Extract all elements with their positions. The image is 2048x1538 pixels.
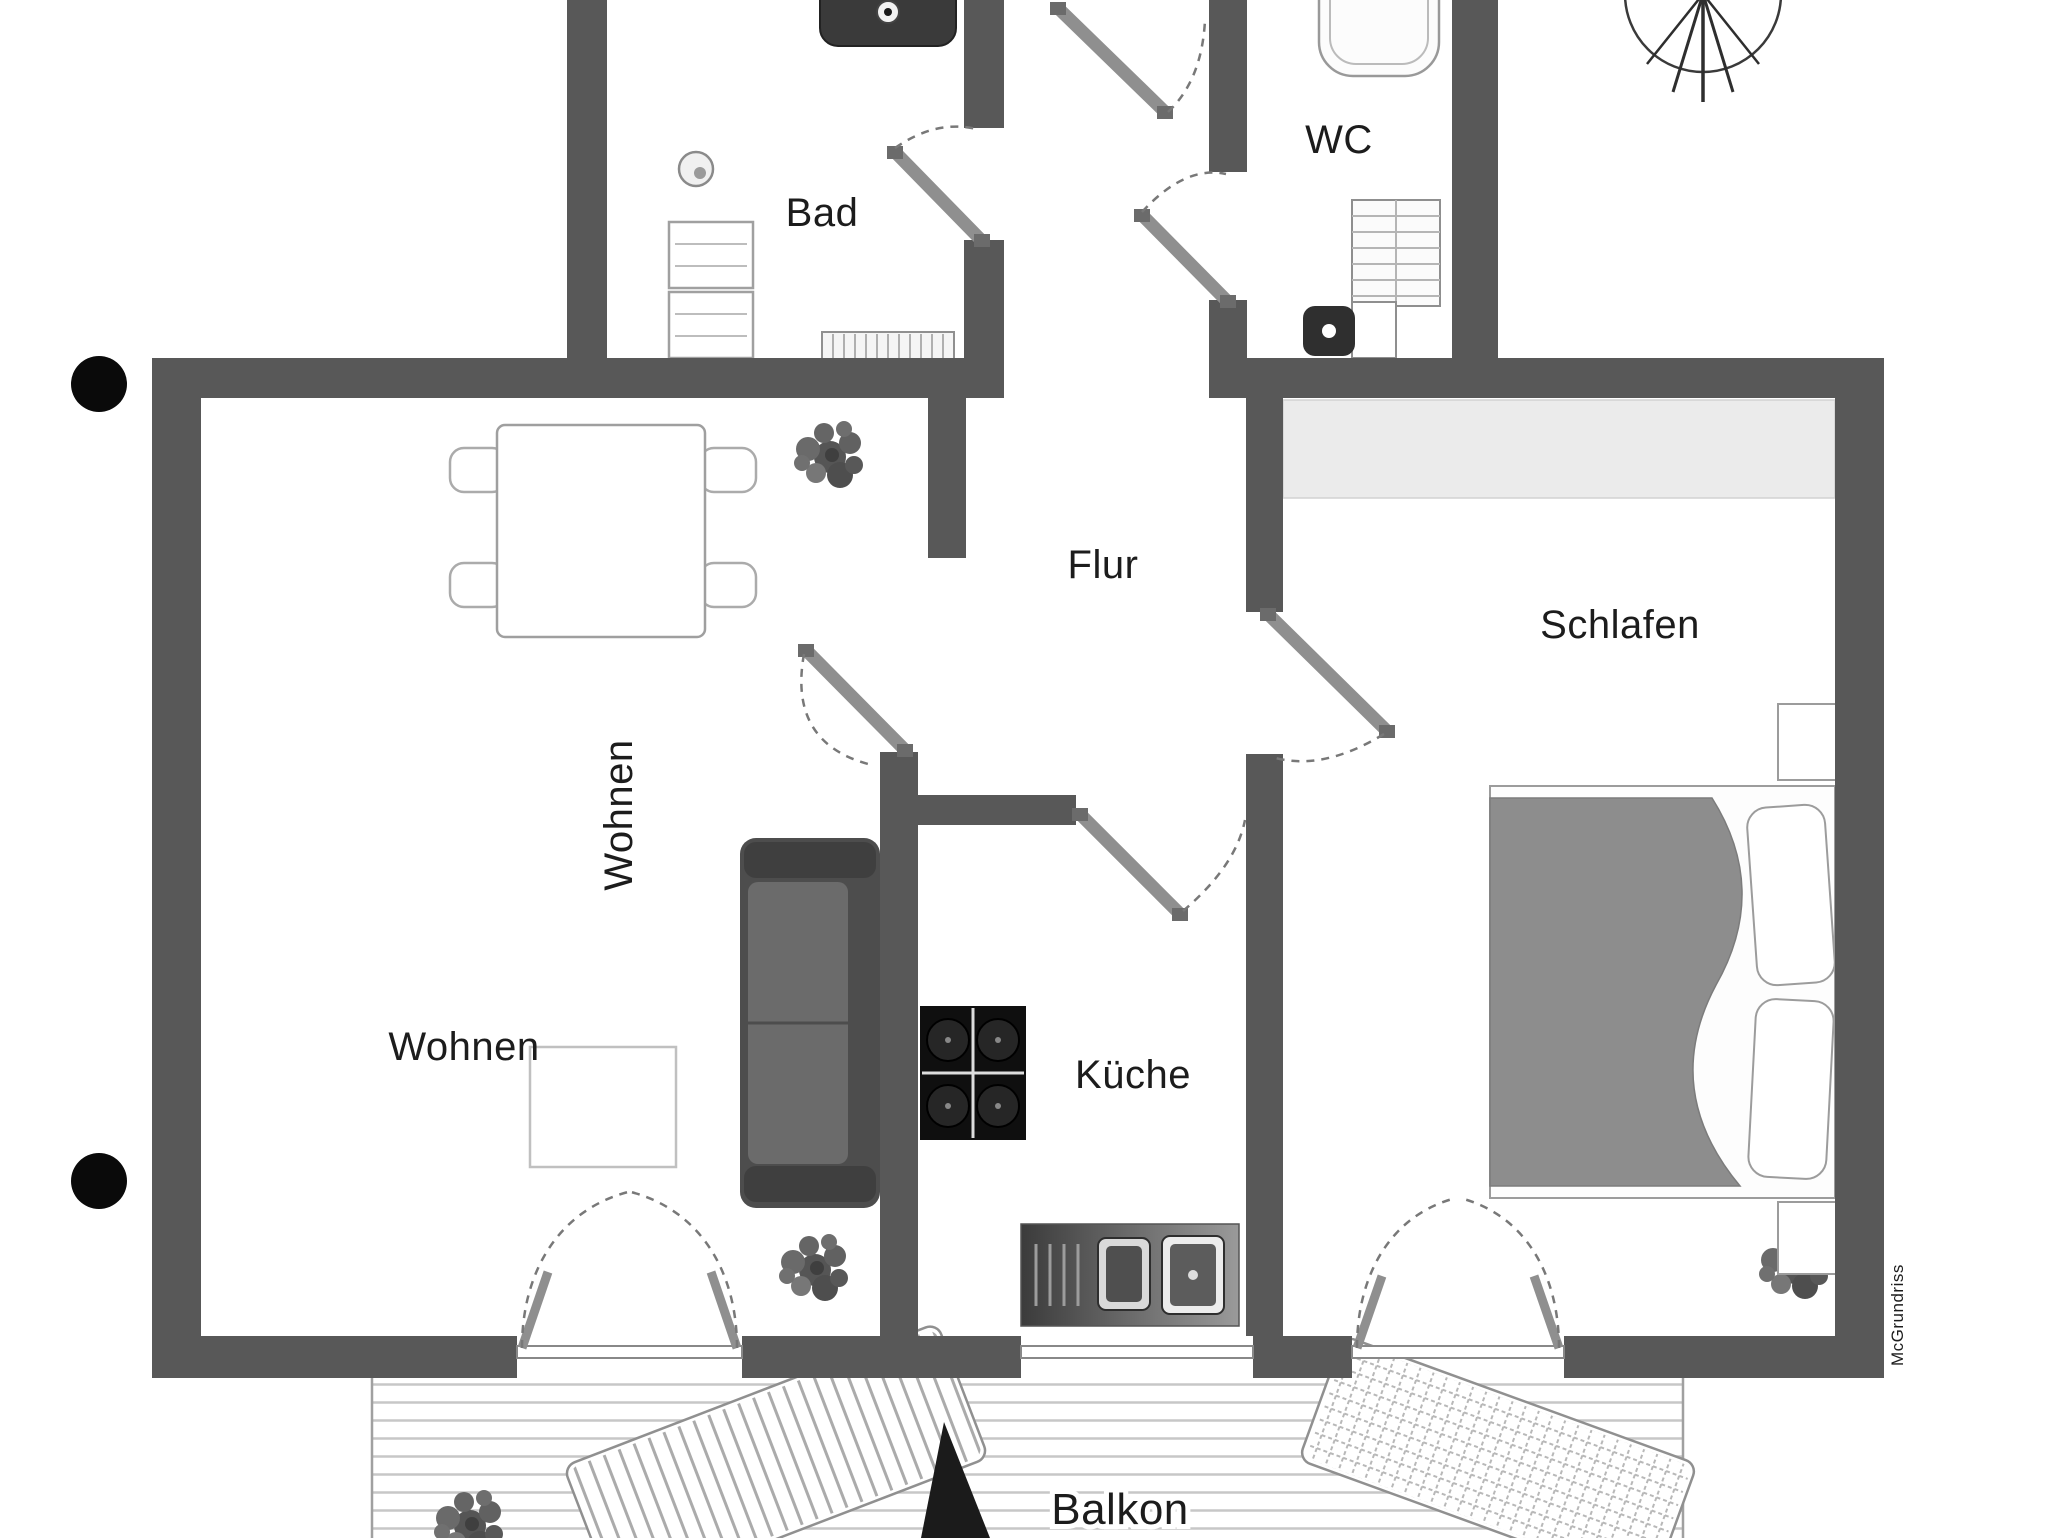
wall-kueche-top — [880, 795, 1076, 825]
entrance-door — [1050, 2, 1207, 119]
wall-wc-left-lower — [1209, 300, 1247, 398]
wall-schlafen-left-lower — [1246, 754, 1283, 1336]
sofa — [740, 838, 880, 1208]
pillow — [1747, 998, 1835, 1180]
wall-bottom-a — [152, 1336, 517, 1378]
wall-wc-right — [1452, 0, 1498, 398]
balcony-dark-object — [921, 1422, 990, 1538]
punch-hole-bottom — [71, 1153, 127, 1209]
wall-bad-right-lower — [964, 240, 1004, 398]
stove-cooktop — [920, 1006, 1026, 1140]
wohnen-door — [798, 644, 913, 766]
bathtub — [1317, 0, 1441, 78]
wall-bad-right-upper — [964, 0, 1004, 128]
sun-lounger-right — [1300, 1337, 1696, 1538]
chair — [698, 446, 758, 494]
schlafen-door — [1260, 608, 1395, 763]
duvet — [1489, 797, 1743, 1187]
bathroom-fixtures — [667, 0, 957, 363]
doors — [517, 2, 1564, 1350]
kitchen-sink — [1020, 1223, 1240, 1327]
dining-table — [495, 423, 707, 639]
bad-door — [887, 125, 990, 247]
kitchen-window — [1020, 1345, 1254, 1359]
wc-door — [1134, 171, 1236, 308]
pillow — [1746, 803, 1836, 987]
room-labels: Bad WC Flur Schlafen Wohnen Wohnen Küche… — [388, 118, 1700, 1538]
wall-bottom-c — [1253, 1336, 1352, 1378]
balcony-door-sill-schlafen — [1351, 1345, 1565, 1359]
wc-fixtures — [1303, 0, 1441, 359]
toilet-tank — [1351, 301, 1397, 359]
balcony-door-sill-wohnen — [516, 1345, 743, 1359]
room-label-wohnen-horizontal: Wohnen — [388, 1025, 539, 1069]
dryer — [667, 290, 755, 360]
room-label-bad: Bad — [786, 191, 859, 235]
wall-wc-left-upper — [1209, 0, 1247, 172]
room-label-kueche: Küche — [1075, 1053, 1191, 1097]
double-bed — [1489, 785, 1836, 1199]
wall-kueche-left — [880, 752, 918, 1336]
dining-set — [448, 423, 758, 639]
wardrobe — [1282, 399, 1836, 499]
punch-hole-top — [71, 356, 127, 412]
wall-bottom-d — [1564, 1336, 1884, 1378]
compass-rose-icon — [1623, 0, 1783, 102]
walls — [152, 0, 1884, 1378]
washing-machine — [667, 220, 755, 290]
nightstand-bottom — [1777, 1201, 1837, 1275]
kueche-door — [1072, 808, 1247, 921]
wall-left-outer — [152, 358, 201, 1378]
nightstand-top — [1777, 703, 1837, 781]
wall-bad-left — [567, 0, 607, 398]
sun-lounger-left — [565, 1325, 987, 1538]
room-label-balkon: Balkon — [1051, 1485, 1189, 1534]
wall-schlafen-left-upper — [1246, 398, 1283, 612]
room-label-wohnen-vertical: Wohnen — [597, 739, 641, 890]
wall-bottom-b — [742, 1336, 1021, 1378]
wall-top-right — [1209, 358, 1884, 398]
windows — [516, 1345, 1565, 1359]
balcony-door-wohnen — [517, 1190, 742, 1350]
watermark-text: McGrundriss — [1888, 1264, 1907, 1366]
wall-flur-left — [928, 398, 966, 558]
chair — [698, 561, 758, 609]
wall-right-outer — [1835, 358, 1884, 1378]
balcony-door-schlafen — [1352, 1196, 1564, 1350]
room-label-flur: Flur — [1068, 543, 1139, 587]
room-label-schlafen: Schlafen — [1540, 603, 1700, 647]
coffee-table — [528, 1045, 678, 1169]
room-label-wc: WC — [1305, 118, 1373, 162]
